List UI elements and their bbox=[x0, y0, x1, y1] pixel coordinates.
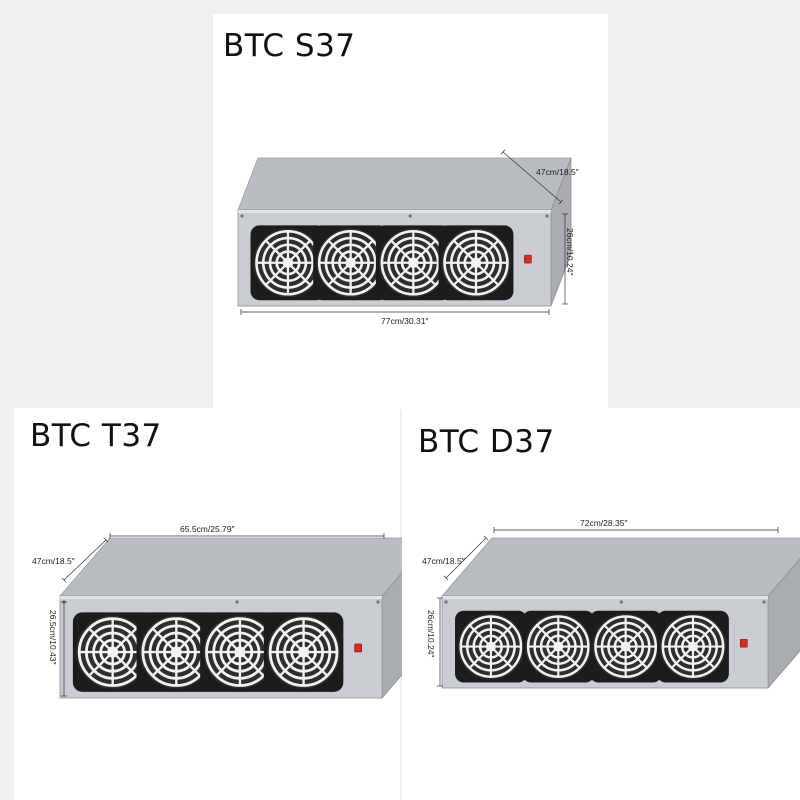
fan-icon bbox=[589, 610, 662, 683]
product-panel-s37: BTC S37 47cm/18.5″ 26cm/10.24″ 77cm/30.3… bbox=[213, 14, 608, 409]
mining-rig-image: 65.5cm/25.79″ 47cm/18.5″ 26.5cm/10.43″ bbox=[32, 524, 433, 700]
fan-icon bbox=[455, 610, 527, 683]
depth-dimension-label: 47cm/18.5″ bbox=[536, 167, 579, 177]
fan-icon bbox=[438, 225, 514, 301]
fan-icon bbox=[657, 610, 729, 683]
width-dimension-label: 72cm/28.35″ bbox=[580, 518, 627, 528]
product-panel-d37: BTC D37 72cm/28.35″ 47cm/18.5″ 26cm/10.2… bbox=[402, 408, 800, 800]
height-dimension-label: 26cm/10.24″ bbox=[426, 610, 436, 657]
fan-icon bbox=[200, 612, 280, 692]
fan-icon bbox=[263, 612, 344, 692]
model-title: BTC S37 bbox=[223, 28, 356, 64]
chassis-top bbox=[441, 537, 800, 597]
height-dimension-label: 26.5cm/10.43″ bbox=[48, 610, 58, 665]
power-switch-icon bbox=[739, 638, 748, 648]
height-dimension-label: 26cm/10.24″ bbox=[565, 228, 575, 275]
model-title: BTC T37 bbox=[30, 418, 162, 454]
depth-dimension-label: 47cm/18.5″ bbox=[422, 556, 465, 566]
power-switch-icon bbox=[524, 254, 532, 264]
width-dimension-label: 65.5cm/25.79″ bbox=[180, 524, 235, 534]
model-title: BTC D37 bbox=[418, 424, 555, 460]
fan-icon bbox=[136, 612, 217, 692]
chassis-top bbox=[237, 157, 572, 211]
fan-icon bbox=[522, 610, 595, 683]
mining-rig-image: 72cm/28.35″ 47cm/18.5″ 26cm/10.24″ bbox=[422, 518, 800, 690]
mining-rig-image: 47cm/18.5″ 26cm/10.24″ 77cm/30.31″ bbox=[237, 149, 579, 326]
chassis-top bbox=[59, 537, 433, 597]
product-panel-t37: BTC T37 65.5cm/25.79″ 47cm/18.5″ 26.5cm/… bbox=[14, 408, 433, 800]
width-dimension-label: 77cm/30.31″ bbox=[381, 316, 428, 326]
power-switch-icon bbox=[354, 643, 362, 653]
depth-dimension-label: 47cm/18.5″ bbox=[32, 556, 75, 566]
